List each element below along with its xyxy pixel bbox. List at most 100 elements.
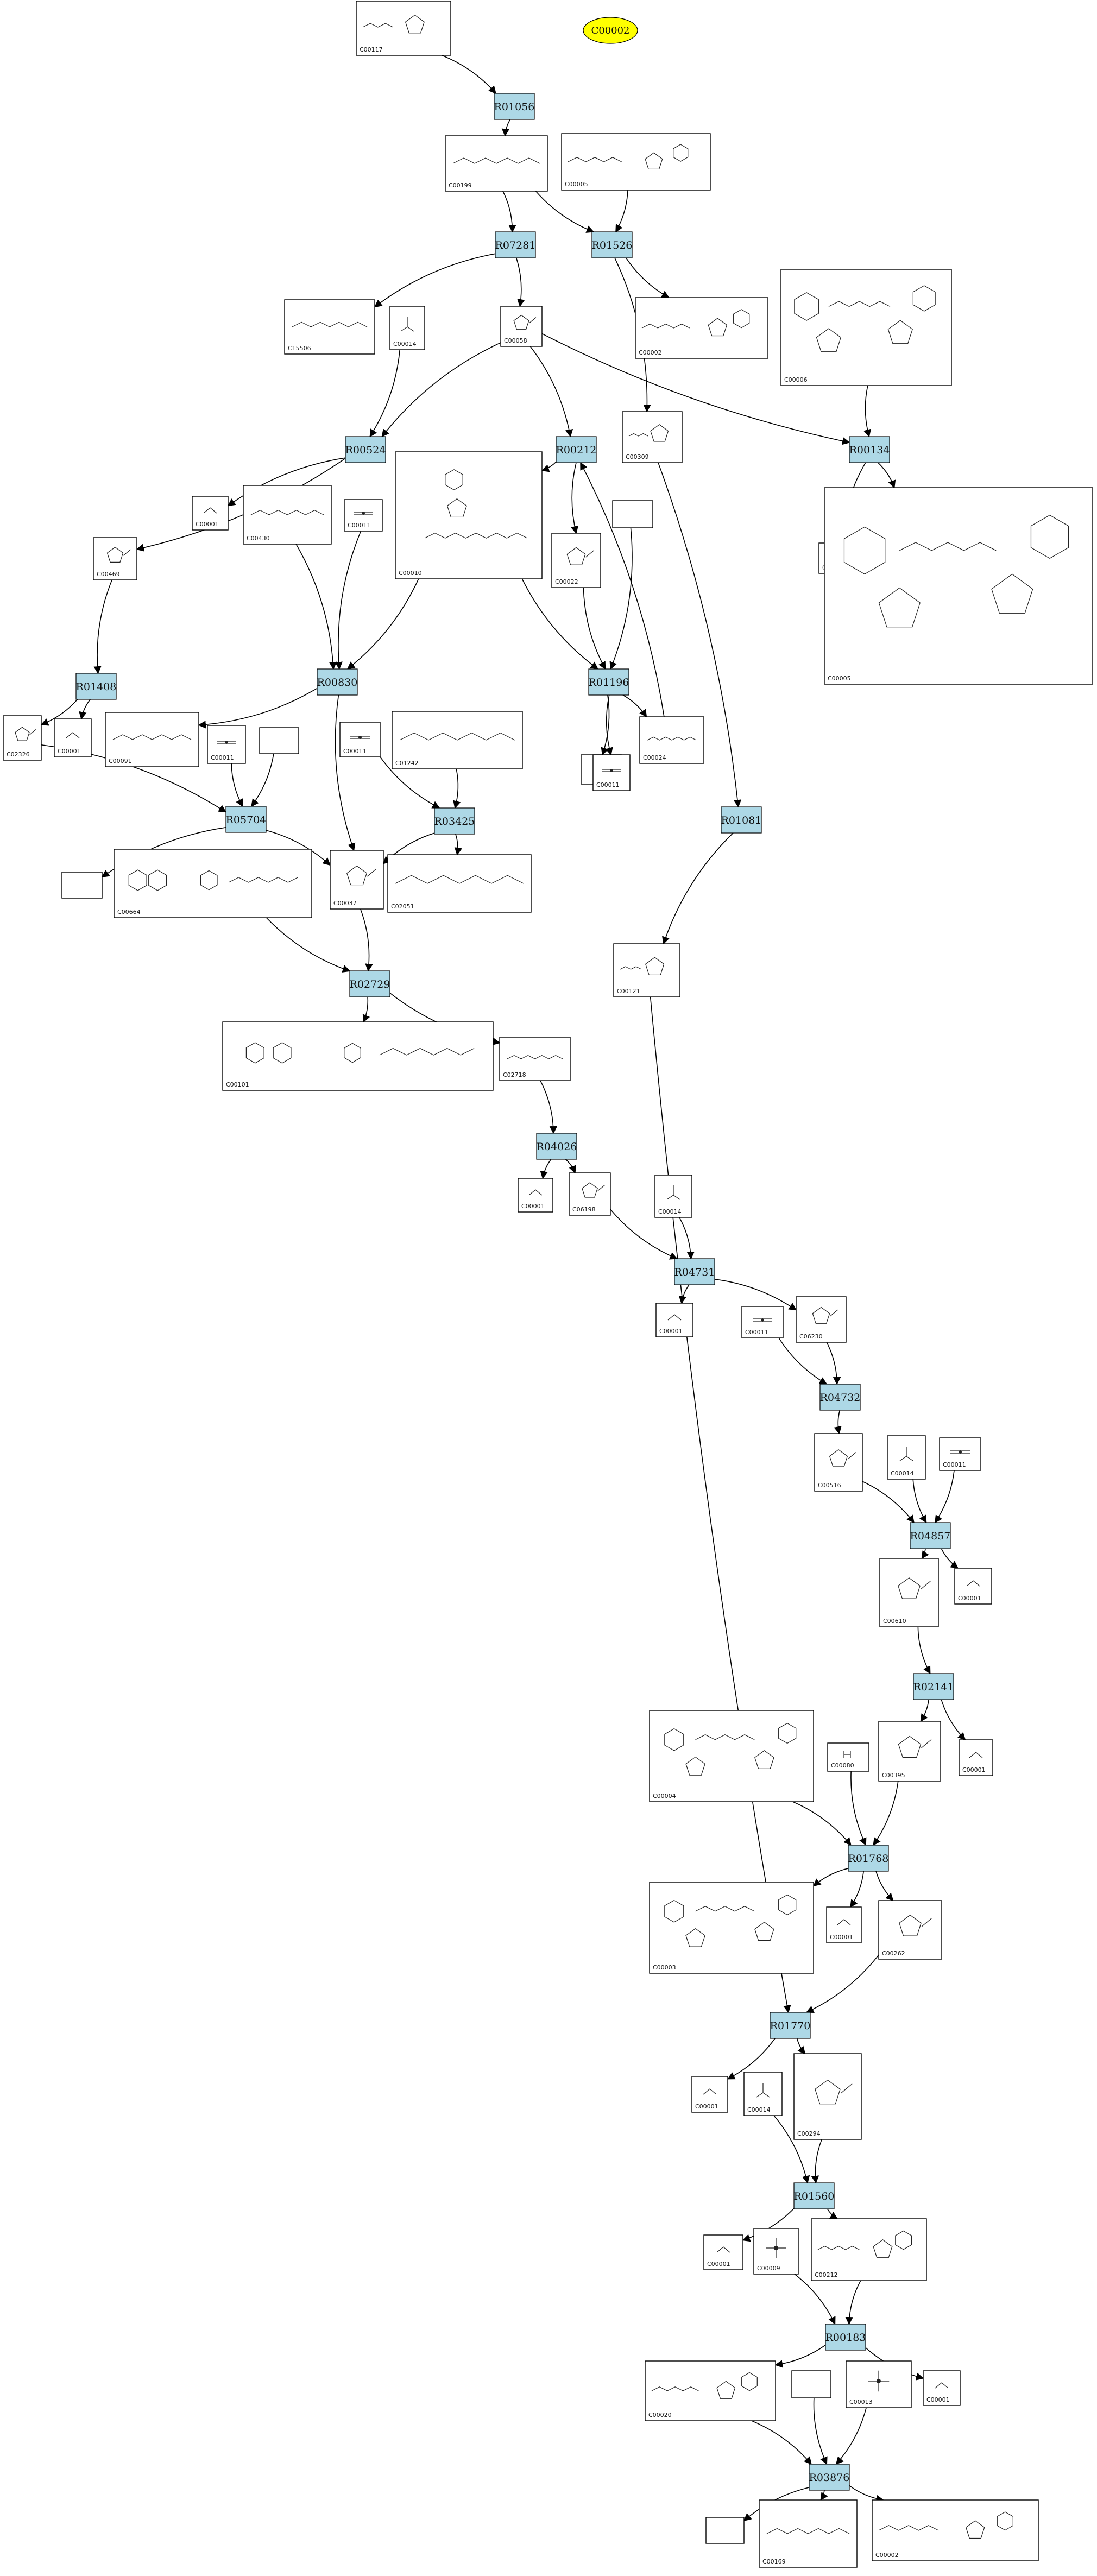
reaction-R01560[interactable]: R01560: [793, 2182, 835, 2209]
edge-c00610-R02141: [917, 1626, 931, 1675]
reaction-R01770[interactable]: R01770: [770, 2012, 811, 2039]
reaction-R05704[interactable]: R05704: [225, 806, 267, 833]
compound-c00309[interactable]: C00309: [622, 411, 683, 463]
compound-c00001i[interactable]: C00001: [703, 2234, 743, 2270]
compound-c00005b[interactable]: C00005: [824, 487, 1093, 685]
compound-c06230[interactable]: C06230: [796, 1296, 847, 1343]
reaction-R01768[interactable]: R01768: [848, 1845, 889, 1872]
compound-c00395[interactable]: C00395: [878, 1721, 941, 1782]
reaction-R00524[interactable]: R00524: [345, 436, 386, 463]
reaction-R01526[interactable]: R01526: [591, 231, 633, 258]
compound-blank4[interactable]: [61, 872, 103, 899]
compound-c00001j[interactable]: C00001: [923, 2370, 961, 2406]
reaction-R03425[interactable]: R03425: [434, 807, 475, 835]
reaction-R07281[interactable]: R07281: [495, 231, 536, 258]
compound-c00024[interactable]: C00024: [639, 716, 704, 764]
compound-c00058[interactable]: C00058: [500, 306, 543, 347]
compound-c00013[interactable]: C00013: [846, 2360, 912, 2408]
compound-c00037[interactable]: C00037: [330, 850, 384, 910]
reaction-R00212[interactable]: R00212: [556, 436, 597, 463]
compound-blank5[interactable]: [791, 2370, 831, 2398]
compound-c00212[interactable]: C00212: [811, 2218, 927, 2281]
reaction-R00134[interactable]: R00134: [849, 436, 890, 463]
compound-c00003[interactable]: C00003: [649, 1882, 814, 1974]
compound-c00011a[interactable]: C00011: [344, 499, 383, 532]
compound-blank2[interactable]: [259, 727, 299, 754]
compound-c00011g[interactable]: C00011: [939, 1437, 981, 1471]
compound-c00005a[interactable]: C00005: [561, 133, 711, 191]
compound-c00001a[interactable]: C00001: [192, 496, 229, 531]
compound-c00001e[interactable]: C00001: [954, 1568, 992, 1605]
compound-c00001b[interactable]: C00001: [54, 718, 92, 757]
compound-c00011d[interactable]: C00011: [339, 722, 381, 757]
compound-c00011c[interactable]: C00011: [207, 725, 246, 764]
compound-c02718[interactable]: C02718: [499, 1037, 571, 1081]
compound-c00121[interactable]: C00121: [613, 943, 680, 997]
compound-c00001c[interactable]: C00001: [518, 1178, 553, 1213]
compound-c01242[interactable]: C01242: [392, 711, 523, 769]
reaction-label: R02729: [350, 978, 390, 990]
compound-c00014b[interactable]: C00014: [654, 1175, 692, 1218]
compound-c00011e[interactable]: C00011: [592, 754, 631, 791]
compound-c00091[interactable]: C00091: [105, 712, 199, 767]
compound-c00014c[interactable]: C00014: [887, 1435, 926, 1480]
compound-c02051[interactable]: C02051: [387, 854, 532, 913]
compound-c00610[interactable]: C00610: [879, 1558, 939, 1627]
compound-c00022[interactable]: C00022: [551, 533, 601, 588]
reaction-R04026[interactable]: R04026: [536, 1133, 577, 1160]
compound-c00006[interactable]: C00006: [780, 269, 952, 386]
reaction-R01196[interactable]: R01196: [588, 668, 629, 696]
compound-c00101[interactable]: C00101: [222, 1021, 494, 1091]
compound-c00664[interactable]: C00664: [114, 849, 312, 918]
compound-c00262[interactable]: C00262: [878, 1900, 942, 1960]
compound-c00002a[interactable]: C00002: [635, 297, 768, 359]
reaction-R04731[interactable]: R04731: [674, 1258, 715, 1285]
reaction-label: R03876: [809, 2472, 850, 2484]
reaction-label: R03425: [434, 816, 475, 828]
compound-c00469[interactable]: C00469: [93, 537, 137, 580]
compound-c00199[interactable]: C00199: [445, 135, 548, 192]
compound-c00001f[interactable]: C00001: [959, 1739, 993, 1776]
reaction-R00830[interactable]: R00830: [317, 668, 358, 696]
reaction-R02729[interactable]: R02729: [349, 970, 390, 997]
edge-c00014a-R00524: [369, 349, 401, 438]
compound-c00010[interactable]: C00010: [395, 451, 543, 579]
compound-c02326[interactable]: C02326: [3, 715, 42, 761]
reaction-R03876[interactable]: R03876: [809, 2464, 850, 2491]
compound-c00516[interactable]: C00516: [814, 1433, 863, 1492]
edge-R05704-c00037: [266, 830, 331, 866]
compound-c00080[interactable]: C00080: [827, 1742, 869, 1772]
compound-c15506[interactable]: C15506: [284, 299, 375, 355]
compound-c00002b[interactable]: C00002: [872, 2499, 1039, 2561]
compound-box: [356, 1, 451, 56]
compound-c00001g[interactable]: C00001: [826, 1906, 862, 1943]
compound-label: C00001: [958, 1595, 981, 1602]
compound-c00009[interactable]: C00009: [753, 2228, 799, 2275]
compound-c00011f[interactable]: C00011: [741, 1306, 784, 1338]
reaction-R04857[interactable]: R04857: [910, 1522, 951, 1549]
compound-c00014a[interactable]: C00014: [389, 306, 425, 350]
reaction-R01056[interactable]: R01056: [494, 93, 535, 120]
compound-c00294[interactable]: C00294: [793, 2053, 862, 2140]
compound-box: [959, 1739, 993, 1776]
reaction-R01081[interactable]: R01081: [721, 806, 762, 834]
compound-c06198[interactable]: C06198: [569, 1172, 611, 1216]
compound-blank6[interactable]: [705, 2517, 745, 2544]
edge-blank5-R03876: [813, 2397, 828, 2465]
compound-c00169[interactable]: C00169: [759, 2499, 858, 2568]
title-node[interactable]: C00002: [583, 17, 638, 44]
compound-c00001h[interactable]: C00001: [691, 2076, 728, 2113]
compound-c00001d[interactable]: C00001: [655, 1303, 693, 1337]
reaction-R02141[interactable]: R02141: [913, 1673, 954, 1700]
compound-c00004[interactable]: C00004: [649, 1710, 814, 1802]
compound-c00117[interactable]: C00117: [356, 1, 451, 56]
reaction-R04732[interactable]: R04732: [819, 1384, 861, 1411]
compound-blank1[interactable]: [612, 500, 653, 528]
reaction-R01408[interactable]: R01408: [75, 673, 117, 700]
edge-c00013-R03876: [835, 2407, 867, 2465]
compound-box: [743, 2072, 783, 2116]
compound-c00014d[interactable]: C00014: [743, 2072, 783, 2116]
compound-c00430[interactable]: C00430: [243, 485, 332, 545]
reaction-R00183[interactable]: R00183: [825, 2324, 866, 2351]
compound-c00020[interactable]: C00020: [645, 2360, 776, 2421]
